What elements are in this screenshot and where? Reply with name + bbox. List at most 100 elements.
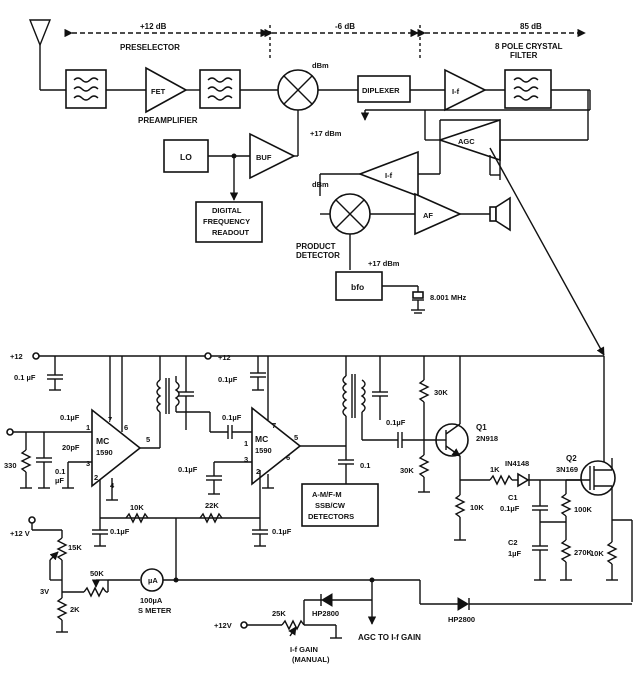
if-amplifier-2: I-f — [357, 150, 419, 198]
diode-hp2800-a-icon — [320, 593, 333, 607]
ifgain-label-2: (MANUAL) — [292, 655, 330, 664]
mixer-dbm-label: dBm — [312, 61, 329, 70]
bypass-capacitor-1 — [47, 356, 63, 391]
ic2-pin2: 2 — [256, 467, 260, 476]
resistor-30k-b — [418, 440, 430, 493]
svg-text:µA: µA — [148, 576, 158, 585]
readout-label-2: FREQUENCY — [203, 217, 250, 226]
ic1-pin5: 5 — [146, 435, 150, 444]
potentiometer-50k — [83, 579, 108, 598]
ic1-pin2: 2 — [94, 473, 98, 482]
res-100k-label: 100K — [574, 505, 593, 514]
q2-part-label: 3N169 — [556, 465, 578, 474]
cap-in3-label: 0.1 — [55, 467, 65, 476]
supply-left-label: +12 — [10, 352, 23, 361]
c1-val-label: 0.1µF — [500, 504, 520, 513]
product-detector-mixer-icon — [329, 193, 371, 235]
c2-val-label: 1µF — [508, 549, 521, 558]
cap-ic2-b-label: 0.1µF — [272, 527, 292, 536]
bandpass-filter-1 — [65, 69, 107, 109]
transformer-1 — [156, 356, 180, 440]
mixer-icon — [277, 69, 319, 111]
cap-ic2-gnd-label: 0.1µF — [178, 465, 198, 474]
q2-label: Q2 — [566, 454, 577, 463]
capacitor-c2 — [532, 522, 548, 581]
antenna-icon — [28, 19, 66, 91]
meter-label-1: 100µA — [140, 596, 163, 605]
ic2-label-2: 1590 — [255, 446, 272, 455]
supply-left2-label: +12 V — [10, 529, 30, 538]
resistor-270k — [560, 530, 572, 581]
crystal-icon — [411, 286, 425, 314]
product-detector-label-1: PRODUCT — [296, 242, 336, 251]
coupling-capacitor-ic2 — [227, 425, 233, 439]
ic1-mc1590: MC 1590 — [91, 408, 142, 488]
agc-amplifier: AGC — [437, 118, 501, 162]
res-30k-b-label: 30K — [400, 466, 414, 475]
agc-bypass-cap-2 — [252, 518, 268, 547]
supply-mid-label: +12 — [218, 353, 231, 362]
res-10k-a-label: 10K — [130, 503, 144, 512]
ic2-pin7: 7 — [272, 421, 276, 430]
meter-label-2: S METER — [138, 606, 172, 615]
preselector-label: PRESELECTOR — [120, 43, 180, 52]
q1-label: Q1 — [476, 423, 487, 432]
res-25k-label: 25K — [272, 609, 286, 618]
lo-label: LO — [180, 152, 192, 162]
q1-part-label: 2N918 — [476, 434, 498, 443]
ic2-mc1590: MC 1590 — [251, 406, 302, 486]
lo-block: LO — [163, 139, 209, 173]
crystal-filter-block — [504, 69, 552, 109]
bfo-level-label: +17 dBm — [368, 259, 400, 268]
cap-ic2-in-label: 0.1µF — [222, 413, 242, 422]
resistor-10k-b — [454, 480, 466, 541]
diplexer-label: DIPLEXER — [362, 86, 400, 95]
q1-transistor-icon — [435, 356, 469, 480]
bypass-capacitor-2 — [250, 356, 266, 391]
agc-bypass-cap-1 — [92, 518, 108, 547]
cap-supply2-label: 0.1µF — [218, 375, 238, 384]
buf-label: BUF — [256, 153, 272, 162]
c2-label: C2 — [508, 538, 518, 547]
lo-level-label: +17 dBm — [310, 129, 342, 138]
q1-coupling-cap — [397, 432, 403, 448]
frequency-readout-block: DIGITAL FREQUENCY READOUT — [195, 201, 263, 243]
if-amp2-label: I-f — [385, 171, 393, 180]
diode-1-label: IN4148 — [505, 459, 529, 468]
fet-preamplifier: FET — [145, 66, 188, 114]
ic1-pin3: 3 — [86, 459, 90, 468]
buffer-amplifier: BUF — [249, 132, 296, 180]
cap-detect-label: 0.1 — [360, 461, 370, 470]
capacitor-c1 — [532, 480, 548, 522]
preamplifier-label: PREAMPLIFIER — [138, 116, 198, 125]
s-meter-icon: µA — [140, 568, 164, 592]
diode-hp-a-label: HP2800 — [312, 609, 339, 618]
ic2-pin3: 3 — [244, 455, 248, 464]
gain-dimension-lines — [64, 25, 586, 60]
resistor-30k-a — [418, 356, 430, 440]
ic2-pin6: 6 — [286, 453, 290, 462]
res-330-label: 330 — [4, 461, 17, 470]
detectors-label-3: DETECTORS — [308, 512, 354, 521]
bandpass-filter-2 — [199, 69, 241, 109]
res-1k-label: 1K — [490, 465, 500, 474]
tuning-capacitor-1 — [178, 356, 194, 430]
detector-coupling-cap — [338, 459, 354, 484]
cap-agc1-label: 0.1µF — [110, 527, 130, 536]
res-2k-label: 2K — [70, 605, 80, 614]
diode-in4148-icon — [517, 472, 530, 488]
tuning-capacitor-2 — [372, 356, 388, 420]
gain-mixer-label: -6 dB — [335, 22, 355, 31]
readout-label-3: READOUT — [212, 228, 250, 237]
product-dbm-label: dBm — [312, 180, 329, 189]
crystal-filter-label-1: 8 POLE CRYSTAL — [495, 42, 563, 51]
res-270k-label: 270K — [574, 548, 593, 557]
detectors-label-2: SSB/CW — [315, 501, 346, 510]
detectors-block: A-M/F-M SSB/CW DETECTORS — [301, 483, 379, 527]
gain-if-label: 85 dB — [520, 22, 542, 31]
crystal-filter-label-2: FILTER — [510, 51, 538, 60]
diode-hp2800-b-icon — [457, 597, 470, 611]
if-amp-label: I-f — [452, 87, 460, 96]
res-50k-label: 50K — [90, 569, 104, 578]
readout-label-1: DIGITAL — [212, 206, 242, 215]
